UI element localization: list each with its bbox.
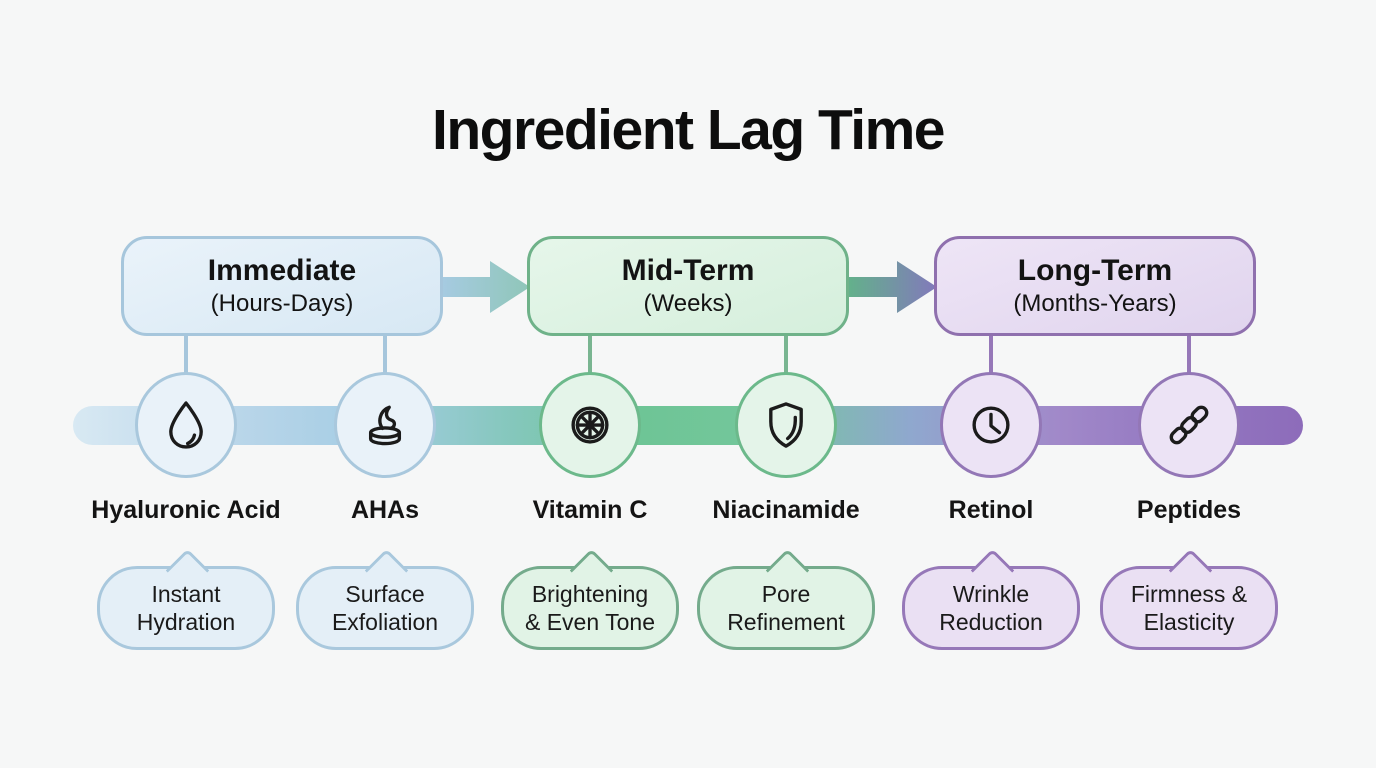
benefit-text: Wrinkle Reduction [939,581,1043,635]
node-hyaluronic-acid [135,372,237,478]
chain-icon [1169,405,1209,445]
phase-range: (Weeks) [643,290,733,317]
phase-box-long-term: Long-Term (Months-Years) [934,236,1256,336]
phase-box-immediate: Immediate (Hours-Days) [121,236,443,336]
arrow-right-icon [845,261,937,313]
ingredient-name: Retinol [948,496,1034,524]
node-vitamin-c [539,372,641,478]
node-peptides [1138,372,1240,478]
arrow-right-icon [438,261,530,313]
phase-box-mid-term: Mid-Term (Weeks) [527,236,849,336]
shield-icon [769,402,803,448]
connector-line [1187,334,1191,378]
ingredient-name: Vitamin C [532,496,648,524]
ingredient-name: Peptides [1136,496,1242,524]
page-title: Ingredient Lag Time [431,98,946,162]
ingredient-name: Niacinamide [712,496,860,524]
benefit-bubble: Firmness & Elasticity [1100,548,1278,650]
connector-line [184,334,188,378]
node-ahas [334,372,436,478]
benefit-text: Firmness & Elasticity [1130,581,1248,635]
phase-label: Immediate [207,254,357,287]
citrus-slice-icon [571,406,609,444]
connector-line [989,334,993,378]
benefit-bubble: Instant Hydration [97,548,275,650]
ingredient-name: Hyaluronic Acid [91,496,281,524]
benefit-bubble: Pore Refinement [697,548,875,650]
benefit-text: Surface Exfoliation [331,581,439,635]
timeline-bar [73,406,1303,445]
node-niacinamide [735,372,837,478]
phase-label: Long-Term [1017,254,1173,287]
benefit-bubble: Surface Exfoliation [296,548,474,650]
connector-line [784,334,788,378]
benefit-text: Pore Refinement [727,581,845,635]
benefit-bubble: Wrinkle Reduction [902,548,1080,650]
phase-label: Mid-Term [621,254,755,287]
connector-line [383,334,387,378]
benefit-text: Instant Hydration [136,581,236,635]
phase-range: (Hours-Days) [210,290,354,317]
droplet-icon [169,401,203,449]
benefit-bubble: Brightening & Even Tone [501,548,679,650]
connector-line [588,334,592,378]
node-retinol [940,372,1042,478]
ingredient-name: AHAs [350,496,420,524]
clock-icon [972,406,1010,444]
phase-range: (Months-Years) [1013,290,1177,317]
cream-jar-icon [368,405,402,446]
benefit-text: Brightening & Even Tone [524,581,655,635]
